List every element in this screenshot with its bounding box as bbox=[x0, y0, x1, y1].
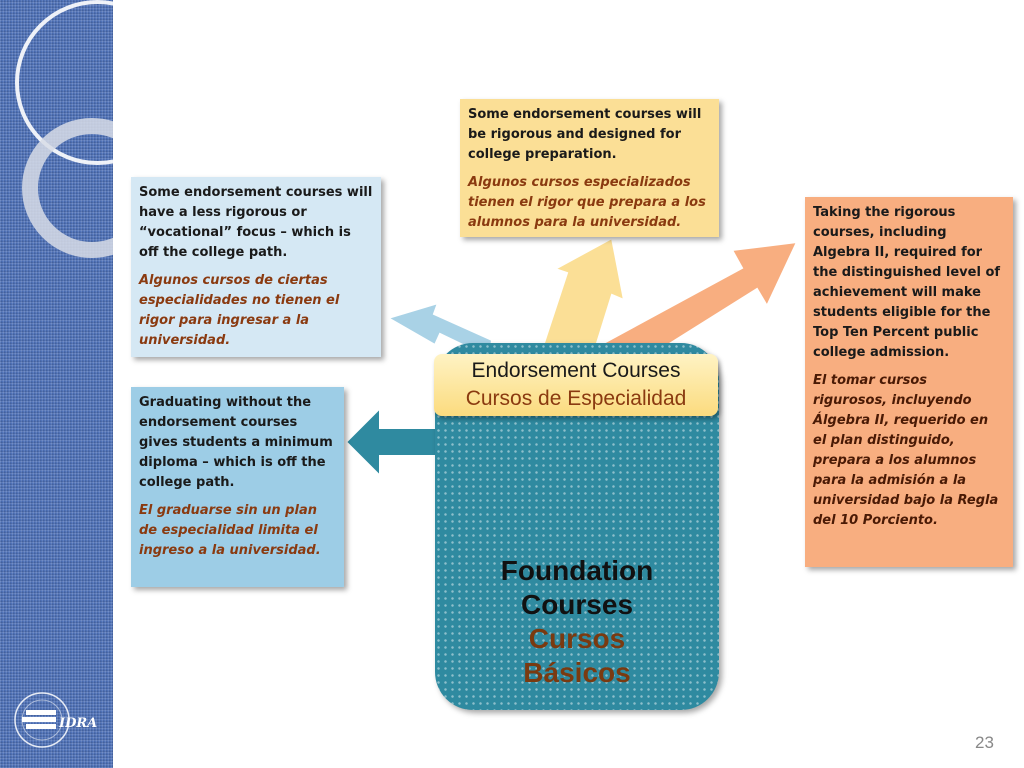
page-number: 23 bbox=[975, 733, 994, 752]
top-box-spanish: Algunos cursos especializados tienen el … bbox=[468, 175, 706, 230]
left-box-minimum-diploma: Graduating without the endorsement cours… bbox=[131, 387, 344, 587]
left1-box-spanish: Algunos cursos de ciertas especialidades… bbox=[139, 273, 340, 348]
top-box-rigorous-courses: Some endorsement courses will be rigorou… bbox=[460, 99, 719, 237]
idra-logo: IDRA bbox=[14, 692, 97, 748]
foundation-en-line2: Courses bbox=[520, 589, 634, 620]
endorsement-en: Endorsement Courses bbox=[471, 359, 681, 382]
left2-box-spanish: El graduarse sin un plan de especialidad… bbox=[139, 503, 321, 558]
foundation-es-line2: Básicos bbox=[523, 657, 631, 688]
top-box-english: Some endorsement courses will be rigorou… bbox=[468, 107, 702, 162]
right-box-distinguished-level: Taking the rigorous courses, including A… bbox=[805, 197, 1013, 567]
foundation-courses-label: Foundation Courses Cursos Básicos bbox=[435, 554, 719, 690]
left2-box-english: Graduating without the endorsement cours… bbox=[139, 395, 333, 490]
logo-text: IDRA bbox=[58, 716, 97, 731]
right-box-spanish: El tomar cursos rigurosos, incluyendo Ál… bbox=[813, 373, 999, 528]
endorsement-courses-label: Endorsement Courses Cursos de Especialid… bbox=[434, 354, 718, 416]
foundation-en-line1: Foundation bbox=[500, 555, 654, 586]
left1-box-english: Some endorsement courses will have a les… bbox=[139, 185, 373, 260]
left-box-vocational-courses: Some endorsement courses will have a les… bbox=[131, 177, 381, 357]
endorsement-es: Cursos de Especialidad bbox=[465, 387, 687, 410]
foundation-es-line1: Cursos bbox=[528, 623, 626, 654]
textured-sidebar: IDRA bbox=[0, 0, 113, 768]
arrow-to-left2-box bbox=[344, 405, 439, 479]
right-box-english: Taking the rigorous courses, including A… bbox=[813, 205, 1001, 360]
